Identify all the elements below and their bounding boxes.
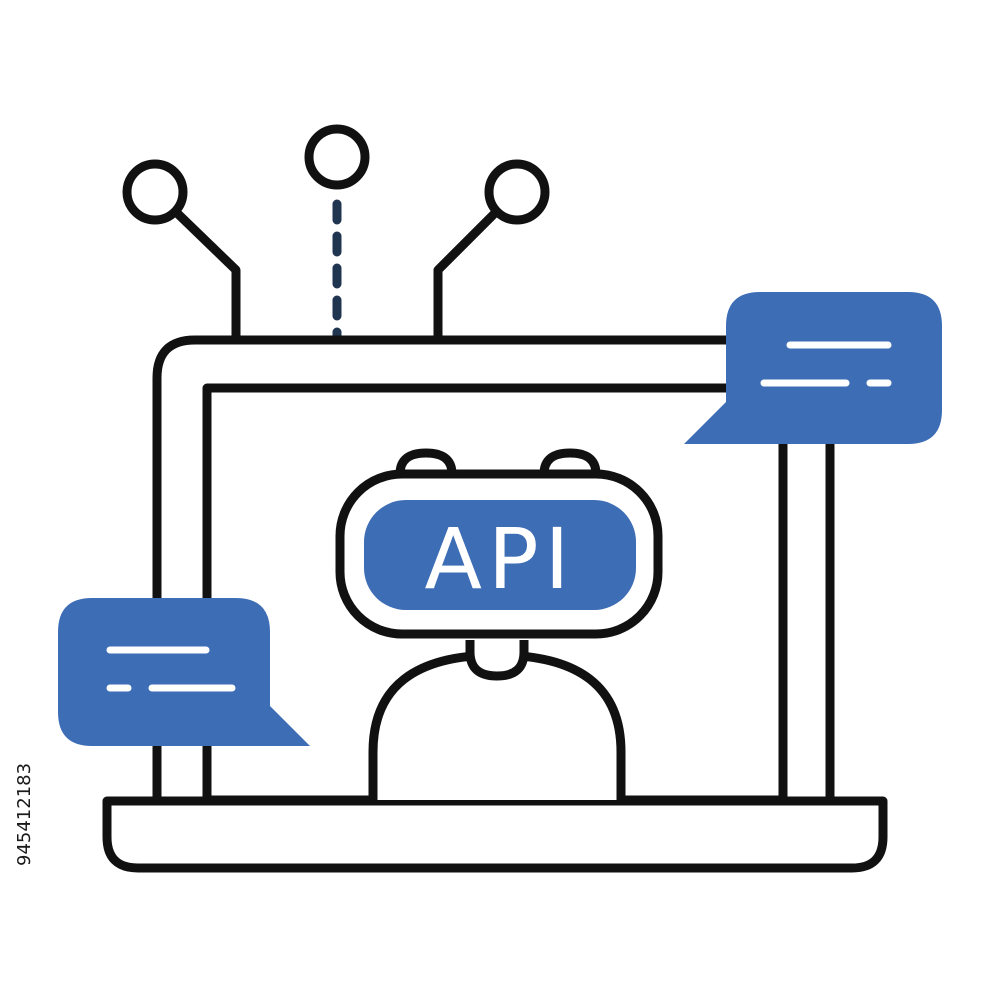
robot-icon [335, 448, 663, 800]
laptop-base [102, 796, 888, 873]
chat-bubble-left-lines [106, 646, 236, 692]
api-badge [364, 500, 636, 610]
network-node-icon [122, 124, 550, 343]
chat-bubble-left [58, 598, 310, 746]
node-center [304, 124, 370, 343]
chat-bubble-icon [58, 598, 310, 746]
chat-bubble-right-lines [760, 341, 892, 387]
node-right [433, 159, 550, 343]
api-badge-label: API [425, 510, 576, 608]
chat-bubble-right [684, 292, 942, 444]
node-left [122, 159, 241, 343]
stock-id-label: 945412183 [14, 763, 35, 866]
robot-ear-left [395, 448, 457, 475]
robot-ear-right [539, 448, 601, 475]
chat-bubble-icon [684, 292, 942, 444]
robot-neck [465, 640, 529, 681]
